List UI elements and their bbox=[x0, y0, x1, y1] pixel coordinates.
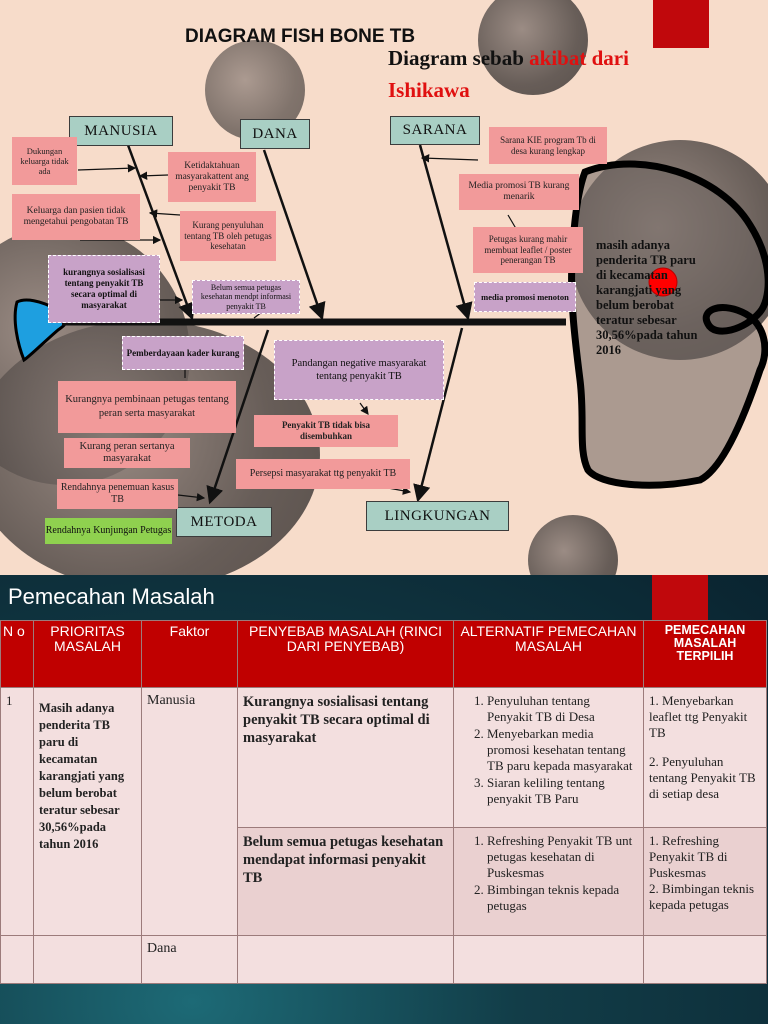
category-lingkungan: LINGKUNGAN bbox=[366, 501, 509, 531]
header-prioritas: PRIORITAS MASALAH bbox=[33, 620, 142, 688]
bg-bubble bbox=[478, 0, 588, 95]
cause-persepsi: Persepsi masyarakat ttg penyakit TB bbox=[236, 459, 410, 489]
row2-alternatif: Refreshing Penyakit TB unt petugas keseh… bbox=[453, 827, 644, 936]
header-alternatif: ALTERNATIF PEMECAHAN MASALAH bbox=[453, 620, 644, 688]
red-dot-marker bbox=[648, 267, 678, 297]
cause-kunjungan-petugas: Rendahnya Kunjungan Petugas bbox=[45, 518, 172, 544]
corner-accent bbox=[652, 575, 708, 621]
cause-keluarga-pasien: Keluarga dan pasien tidak mengetahui pen… bbox=[12, 194, 140, 240]
cause-pembinaan-petugas: Kurangnya pembinaan petugas tentang pera… bbox=[58, 381, 236, 433]
row1-prioritas: Masih adanya penderita TB paru di kecama… bbox=[33, 687, 142, 936]
list-item: Penyuluhan tentang Penyakit TB di Desa bbox=[487, 693, 638, 725]
list-item: Menyebarkan media promosi kesehatan tent… bbox=[487, 726, 638, 774]
pemecahan-table: N o PRIORITAS MASALAH Faktor PENYEBAB MA… bbox=[0, 620, 767, 984]
slide-title: DIAGRAM FISH BONE TB bbox=[185, 26, 416, 47]
cause-pemberdayaan-kader: Pemberdayaan kader kurang bbox=[122, 336, 244, 370]
row2-terpilih: 1. Refreshing Penyakit TB di Puskesmas 2… bbox=[643, 827, 767, 936]
row3-no bbox=[0, 935, 34, 984]
row3-alternatif bbox=[453, 935, 644, 984]
cause-penemuan-kasus: Rendahnya penemuan kasus TB bbox=[57, 479, 178, 509]
cause-tidak-bisa-sembuh: Penyakit TB tidak bisa disembuhkan bbox=[254, 415, 398, 447]
cause-kurang-penyuluhan: Kurang penyuluhan tentang TB oleh petuga… bbox=[180, 211, 276, 261]
row1-alternatif: Penyuluhan tentang Penyakit TB di Desa M… bbox=[453, 687, 644, 828]
row2-terpilih-2: 2. Bimbingan teknis kepada petugas bbox=[649, 881, 755, 912]
row1-faktor: Manusia bbox=[141, 687, 238, 936]
subtitle-part2: akibat dari bbox=[529, 46, 629, 70]
row2-alternatif-list: Refreshing Penyakit TB unt petugas keseh… bbox=[459, 833, 638, 914]
list-item: Refreshing Penyakit TB unt petugas keseh… bbox=[487, 833, 638, 881]
cause-sarana-kie: Sarana KIE program Tb di desa kurang len… bbox=[489, 127, 607, 164]
header-no: N o bbox=[0, 620, 34, 688]
cause-petugas-kurang-mahir: Petugas kurang mahir membuat leaflet / p… bbox=[473, 227, 583, 273]
cause-belum-semua-petugas: Belum semua petugas kesehatan mendpt inf… bbox=[192, 280, 300, 314]
row3-penyebab bbox=[237, 935, 454, 984]
category-sarana: SARANA bbox=[390, 116, 480, 145]
category-manusia: MANUSIA bbox=[69, 116, 173, 146]
cause-kurang-peran: Kurang peran sertanya masyarakat bbox=[64, 438, 190, 468]
header-faktor: Faktor bbox=[141, 620, 238, 688]
cause-ketidaktahuan: Ketidaktahuan masyarakattent ang penyaki… bbox=[168, 152, 256, 202]
cause-pandangan-negative: Pandangan negative masyarakat tentang pe… bbox=[274, 340, 444, 400]
category-metoda: METODA bbox=[176, 507, 272, 537]
row1-no: 1 bbox=[0, 687, 34, 936]
cause-media-promosi: Media promosi TB kurang menarik bbox=[459, 174, 579, 210]
fish-head-shape bbox=[568, 160, 768, 489]
cause-dukungan-keluarga: Dukungan keluarga tidak ada bbox=[12, 137, 77, 185]
corner-accent bbox=[653, 0, 709, 48]
row1-terpilih-1: 1. Menyebarkan leaflet ttg Penyakit TB bbox=[649, 693, 748, 740]
row1-penyebab: Kurangnya sosialisasi tentang penyakit T… bbox=[237, 687, 454, 828]
row2-penyebab: Belum semua petugas kesehatan mendapat i… bbox=[237, 827, 454, 936]
fishbone-slide: DIAGRAM FISH BONE TB Diagram sebab akiba… bbox=[0, 0, 768, 575]
list-item: Siaran keliling tentang penyakit TB Paru bbox=[487, 775, 638, 807]
subtitle-line2: Ishikawa bbox=[388, 78, 470, 102]
cause-kurangnya-sosialisasi: kurangnya sosialisasi tentang penyakit T… bbox=[48, 255, 160, 323]
list-item: Bimbingan teknis kepada petugas bbox=[487, 882, 638, 914]
pemecahan-masalah-slide: Pemecahan Masalah N o PRIORITAS MASALAH … bbox=[0, 575, 768, 1024]
category-dana: DANA bbox=[240, 119, 310, 149]
row1-terpilih-2: 2. Penyuluhan tentang Penyakit TB di set… bbox=[649, 754, 756, 801]
cause-media-promosi-menoton: media promosi menoton bbox=[474, 282, 576, 312]
table-slide-title: Pemecahan Masalah bbox=[8, 584, 215, 609]
header-penyebab: PENYEBAB MASALAH (RINCI DARI PENYEBAB) bbox=[237, 620, 454, 688]
subtitle-part1: Diagram sebab bbox=[388, 46, 530, 70]
slide-subtitle: Diagram sebab akibat dari bbox=[388, 46, 629, 71]
row3-terpilih bbox=[643, 935, 767, 984]
row3-prioritas bbox=[33, 935, 142, 984]
row1-terpilih: 1. Menyebarkan leaflet ttg Penyakit TB 2… bbox=[643, 687, 767, 828]
row1-alternatif-list: Penyuluhan tentang Penyakit TB di Desa M… bbox=[459, 693, 638, 807]
effect-text: masih adanya penderita TB paru di kecama… bbox=[596, 238, 698, 357]
row2-terpilih-1: 1. Refreshing Penyakit TB di Puskesmas bbox=[649, 833, 728, 880]
row3-faktor: Dana bbox=[141, 935, 238, 984]
header-terpilih: PEMECAHAN MASALAH TERPILIH bbox=[643, 620, 767, 688]
